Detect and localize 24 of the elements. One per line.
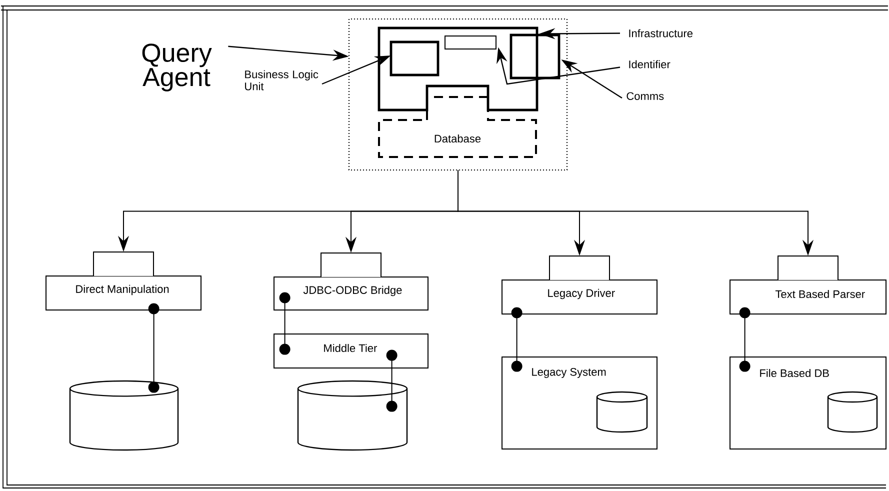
connector — [739, 307, 750, 372]
text-label: Identifier — [629, 60, 670, 68]
database-cylinder — [69, 380, 179, 451]
text-label: Business Logic Unit — [245, 70, 318, 90]
module-box — [390, 40, 440, 76]
database-cylinder — [297, 380, 408, 451]
component-box: Text Based Parser — [730, 256, 886, 314]
text-label: Comms — [626, 92, 664, 100]
text-label: Query Agent — [142, 44, 212, 92]
connector — [386, 350, 398, 412]
identifier-box — [444, 36, 496, 50]
connector — [511, 307, 522, 372]
agent-boundary-box — [348, 18, 568, 170]
text-label: Infrastructure — [629, 29, 693, 38]
component-box: JDBC-ODBC Bridge — [274, 252, 428, 310]
component-box: Direct Manipulation — [46, 252, 202, 310]
database-cylinder — [596, 391, 648, 433]
connector — [148, 303, 160, 393]
agent-outline — [378, 26, 538, 112]
module-box — [510, 34, 560, 80]
database-cylinder — [827, 391, 878, 433]
component-box: Legacy Driver — [502, 256, 658, 314]
connector — [279, 292, 290, 355]
database-box: Database — [378, 96, 537, 158]
